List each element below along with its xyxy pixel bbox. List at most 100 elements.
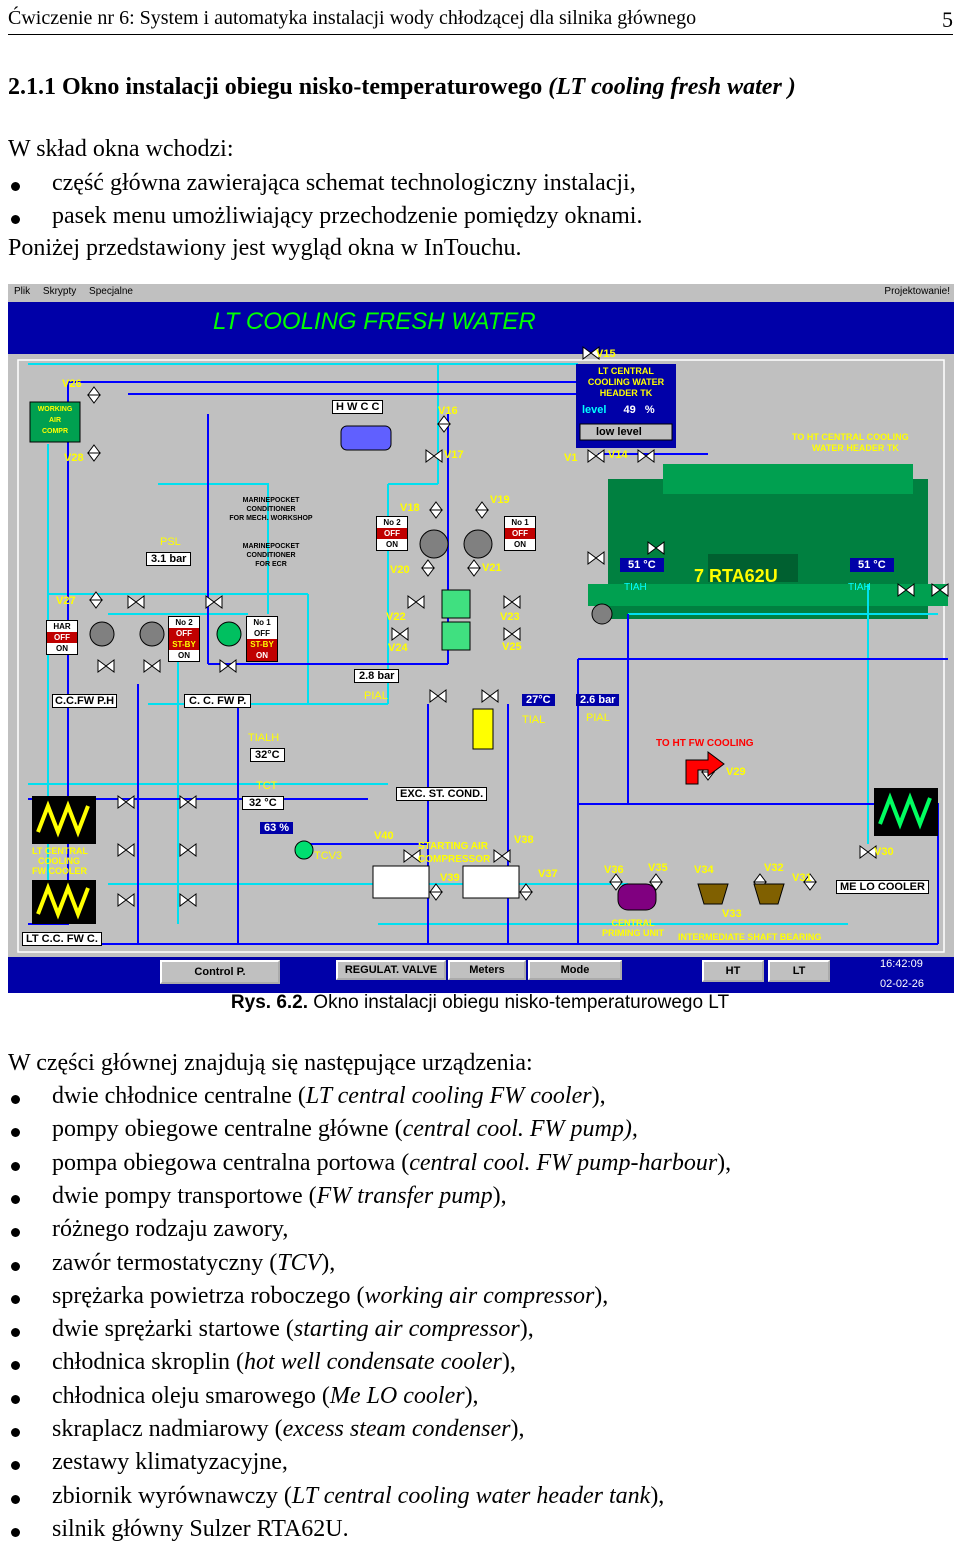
valve-label: V31 xyxy=(792,872,812,884)
section-number: 2.1.1 xyxy=(8,74,56,100)
header-tank xyxy=(576,364,676,448)
to-ht-header-label-2: WATER HEADER TK xyxy=(812,443,899,453)
device-item-text: ), xyxy=(464,1382,479,1409)
menu-file[interactable]: Plik xyxy=(14,286,31,297)
har-off: OFF xyxy=(47,632,77,643)
valve-label: V20 xyxy=(390,564,410,576)
wac-line-3: COMPR xyxy=(41,428,69,435)
ltc-line-2: COOLING xyxy=(38,856,80,866)
me-lo-cooler-label: ME LO COOLER xyxy=(836,880,929,894)
cc-fw-p-label: C. C. FW P. xyxy=(184,694,252,708)
device-item-text: chłodnica skroplin ( xyxy=(52,1349,244,1376)
valve-label: V38 xyxy=(514,834,534,846)
menu-special[interactable]: Specjalne xyxy=(89,286,133,297)
ht-button[interactable]: HT xyxy=(702,960,764,982)
mp2-line-1: MARINEPOCKET xyxy=(242,543,300,550)
no1-stby: ST-BY xyxy=(247,639,277,650)
valve-label: V19 xyxy=(490,494,510,506)
cpu-line-2: PRIMING UNIT xyxy=(602,928,664,938)
bullet-icon xyxy=(11,1527,20,1537)
device-item-english: FW transfer pump xyxy=(316,1182,493,1209)
device-item-text: ), xyxy=(519,1316,534,1343)
bullet-icon xyxy=(11,1261,20,1271)
working-air-label: WORKING AIR COMPR xyxy=(30,404,80,437)
clock-date: 02-02-26 xyxy=(880,978,925,990)
psl-value: 3.1 bar xyxy=(146,552,192,566)
section-title: Okno instalacji obiegu nisko-temperaturo… xyxy=(62,74,543,100)
tank-level-value: 49 xyxy=(623,404,636,416)
device-item: chłodnica skroplin (hot well condensate … xyxy=(52,1349,516,1376)
tno2-label: No 2 xyxy=(383,518,401,527)
bullet-icon xyxy=(11,215,20,224)
caption-text: Okno instalacji obiegu nisko-temperaturo… xyxy=(308,992,730,1013)
to-ht-arrow xyxy=(685,751,725,785)
device-item-text: ), xyxy=(591,1083,606,1109)
device-item-text: chłodnica oleju smarowego ( xyxy=(52,1382,330,1409)
valve-label: V40 xyxy=(374,830,394,842)
bullet-icon xyxy=(11,1328,20,1338)
menu-design[interactable]: Projektowanie! xyxy=(884,286,950,297)
tiah-right: TIAH xyxy=(848,582,871,593)
lt-button[interactable]: LT xyxy=(768,960,830,982)
cpu-line-1: CENTRAL xyxy=(611,918,655,928)
intouch-screenshot: Plik Skrypty Specjalne Projektowanie! LT… xyxy=(8,284,954,993)
priming-unit-label: CENTRAL PRIMING UNIT xyxy=(598,918,668,938)
tank-labels: LT CENTRAL COOLING WATER HEADER TK xyxy=(578,366,674,399)
valve-label: V24 xyxy=(388,642,408,654)
main-engine xyxy=(588,464,948,619)
figure-caption: Rys. 6.2. Okno instalacji obiegu nisko-t… xyxy=(0,992,960,1014)
device-item-text: ), xyxy=(650,1482,665,1509)
device-item: dwie sprężarki startowe (starting air co… xyxy=(52,1316,534,1343)
valve-label: V15 xyxy=(596,348,616,360)
exc-label: EXC. ST. COND. xyxy=(396,787,488,801)
wac-line-1: WORKING xyxy=(37,406,73,413)
device-item-text: ), xyxy=(594,1282,609,1309)
device-item: pompy obiegowe centralne główne (central… xyxy=(52,1116,638,1143)
starting-air-label: STARTING AIR COMPRESSOR xyxy=(418,840,490,866)
tank-level-row: level 49 % xyxy=(582,404,655,416)
valve-label: V36 xyxy=(604,864,624,876)
starting-air-compressor-2 xyxy=(462,865,520,899)
me-lo-cooler xyxy=(874,788,938,836)
device-item: skraplacz nadmiarowy (excess steam conde… xyxy=(52,1416,525,1443)
ltc-line-1: LT CENTRAL xyxy=(32,846,88,856)
bullet-icon xyxy=(11,1161,20,1171)
bullet-icon xyxy=(11,1394,20,1404)
bullet-icon xyxy=(11,1461,20,1471)
wac-line-2: AIR xyxy=(48,417,62,424)
conditioner-1 xyxy=(441,589,471,619)
menu-scripts[interactable]: Skrypty xyxy=(42,286,77,297)
control-panel-button[interactable]: Control P. xyxy=(160,960,280,984)
mp1-line-2: CONDITIONER xyxy=(246,506,296,513)
page-header: Ćwiczenie nr 6: System i automatyka inst… xyxy=(8,4,953,35)
valve-label: V16 xyxy=(438,405,458,417)
pial1-value: 2.8 bar xyxy=(354,669,400,683)
har-status: HAR OFF ON xyxy=(46,620,78,655)
tank-alarm: low level xyxy=(596,426,642,438)
mode-button[interactable]: Mode xyxy=(528,960,622,980)
page-number: 5 xyxy=(942,7,953,32)
lt-cooler-label: LT CENTRAL COOLING FW COOLER xyxy=(32,846,88,876)
valve-label: V22 xyxy=(386,611,406,623)
bullet-icon xyxy=(11,1294,20,1304)
device-item-english: hot well condensate cooler xyxy=(243,1349,502,1376)
tialh-value: 32°C xyxy=(250,748,285,762)
device-item-english: excess steam condenser xyxy=(282,1416,511,1442)
no1-off: OFF xyxy=(254,629,270,638)
diagram-border xyxy=(17,359,945,953)
device-item: dwie pompy transportowe (FW transfer pum… xyxy=(52,1183,507,1210)
valve-label: V27 xyxy=(56,595,76,607)
regulat-valve-button[interactable]: REGULAT. VALVE xyxy=(336,960,446,980)
menu-bar xyxy=(8,284,954,302)
temp-left: 51 °C xyxy=(620,558,664,572)
device-item-text: ), xyxy=(717,1149,732,1176)
device-item-english: LT central cooling FW cooler xyxy=(305,1083,592,1109)
valve-label: V33 xyxy=(722,908,742,920)
valve-label: V34 xyxy=(694,864,714,876)
device-item-english: TCV xyxy=(277,1249,322,1276)
meters-button[interactable]: Meters xyxy=(448,960,526,980)
device-item-text: zestawy klimatyzacyjne, xyxy=(52,1449,288,1476)
conditioner-2 xyxy=(441,621,471,651)
filter xyxy=(472,708,494,750)
device-item: silnik główny Sulzer RTA62U. xyxy=(52,1516,349,1543)
